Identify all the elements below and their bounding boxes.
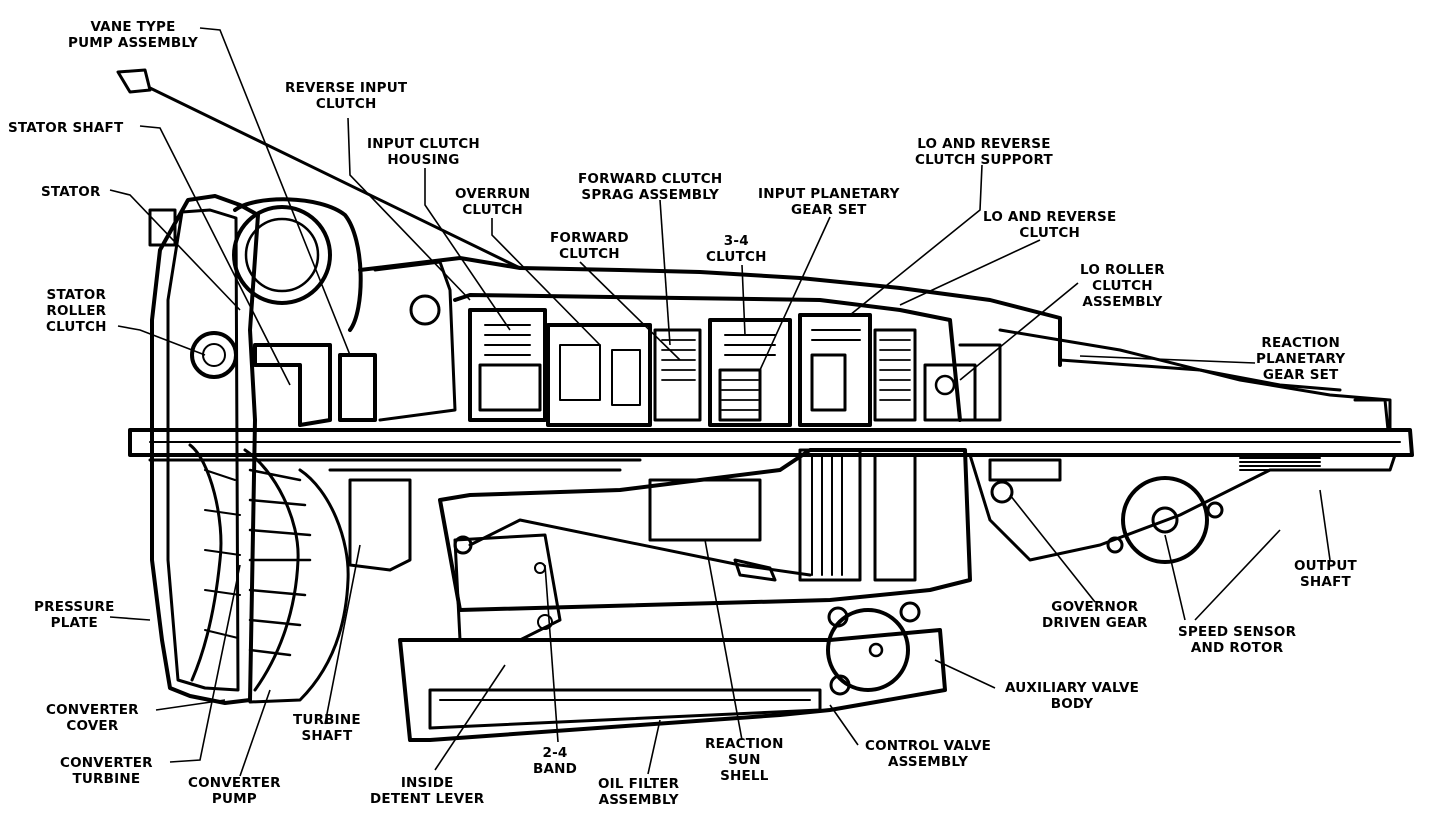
label-3-4-clutch: 3-4 CLUTCH <box>706 233 767 265</box>
label-stator: STATOR <box>41 184 101 200</box>
label-converter-cover: CONVERTER COVER <box>46 702 139 734</box>
label-pressure-plate: PRESSURE PLATE <box>34 599 115 631</box>
label-forward-clutch-sprag-assembly: FORWARD CLUTCH SPRAG ASSEMBLY <box>578 171 723 203</box>
label-inside-detent-lever: INSIDE DETENT LEVER <box>370 775 485 807</box>
label-output-shaft: OUTPUT SHAFT <box>1294 558 1357 590</box>
label-2-4-band: 2-4 BAND <box>533 745 578 777</box>
lower-assemblies <box>398 448 972 742</box>
label-overrun-clutch: OVERRUN CLUTCH <box>455 186 531 218</box>
main-shaft <box>128 428 1414 472</box>
label-auxiliary-valve-body: AUXILIARY VALVE BODY <box>1005 680 1140 712</box>
label-turbine-shaft: TURBINE SHAFT <box>293 712 361 744</box>
label-forward-clutch: FORWARD CLUTCH <box>550 230 629 262</box>
torque-converter <box>148 194 363 705</box>
clutch-packs <box>468 308 977 427</box>
label-speed-sensor-and-rotor: SPEED SENSOR AND ROTOR <box>1178 624 1297 656</box>
output-section <box>988 398 1390 564</box>
leader-lines <box>109 27 1331 777</box>
label-oil-filter-assembly: OIL FILTER ASSEMBLY <box>598 776 680 808</box>
label-input-clutch-housing: INPUT CLUTCH HOUSING <box>367 136 480 168</box>
label-governor-driven-gear: GOVERNOR DRIVEN GEAR <box>1042 599 1148 631</box>
label-lo-roller-clutch-assembly: LO ROLLER CLUTCH ASSEMBLY <box>1080 262 1165 310</box>
transmission-case <box>358 256 1397 562</box>
label-stator-shaft: STATOR SHAFT <box>8 120 124 136</box>
label-reaction-sun-shell: REACTION SUN SHELL <box>705 736 784 784</box>
pump-housing <box>253 260 457 572</box>
label-lo-and-reverse-clutch: LO AND REVERSE CLUTCH <box>983 209 1117 241</box>
label-converter-turbine: CONVERTER TURBINE <box>60 755 153 787</box>
label-lo-and-reverse-clutch-support: LO AND REVERSE CLUTCH SUPPORT <box>915 136 1053 168</box>
label-converter-pump: CONVERTER PUMP <box>188 775 281 807</box>
label-vane-type-pump-assembly: VANE TYPE PUMP ASSEMBLY <box>68 19 198 51</box>
label-input-planetary-gear-set: INPUT PLANETARY GEAR SET <box>758 186 900 218</box>
label-reaction-planetary-gear-set: REACTION PLANETARY GEAR SET <box>1256 335 1346 383</box>
label-reverse-input-clutch: REVERSE INPUT CLUTCH <box>285 80 408 112</box>
label-stator-roller-clutch: STATOR ROLLER CLUTCH <box>46 287 107 335</box>
label-control-valve-assembly: CONTROL VALVE ASSEMBLY <box>865 738 992 770</box>
